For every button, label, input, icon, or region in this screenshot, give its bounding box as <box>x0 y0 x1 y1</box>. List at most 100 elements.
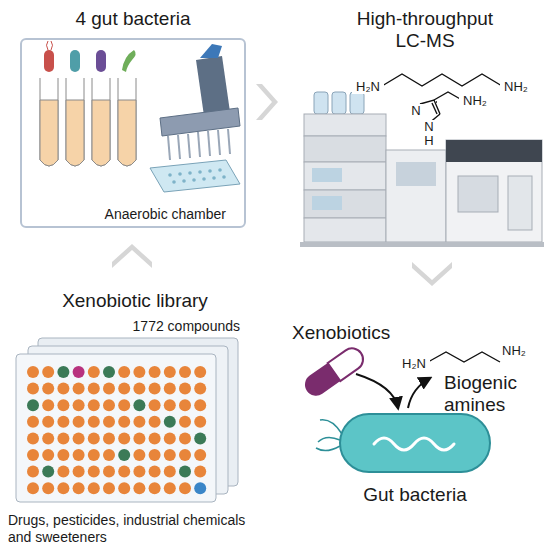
well <box>73 416 85 428</box>
well <box>164 432 176 444</box>
well <box>149 383 161 395</box>
well <box>88 449 100 461</box>
well <box>179 466 191 478</box>
well <box>118 466 130 478</box>
well <box>57 416 69 428</box>
well <box>42 383 54 395</box>
item-label: Xenobiotics <box>292 322 412 344</box>
well <box>133 416 145 428</box>
multichannel-pipette <box>150 44 240 192</box>
bacterium-cell: Gut bacteria <box>338 410 492 476</box>
panel-heading: High-throughput LC-MS <box>340 8 510 53</box>
well <box>73 366 85 378</box>
well <box>194 366 206 378</box>
well <box>103 399 115 411</box>
well <box>149 399 161 411</box>
culture-tubes <box>40 41 136 166</box>
well <box>57 449 69 461</box>
chevron-up <box>112 244 152 268</box>
well <box>194 399 206 411</box>
atom-label: NH₂ <box>500 80 532 94</box>
bacterium-shape <box>338 410 492 476</box>
well <box>133 432 145 444</box>
well <box>194 383 206 395</box>
caption-note: Drugs, pesticides, industrial chemicals … <box>8 512 270 545</box>
well <box>103 432 115 444</box>
atom-label: NH₂ <box>498 344 530 358</box>
well <box>27 383 39 395</box>
well <box>103 383 115 395</box>
well <box>88 399 100 411</box>
chamber-box: 4 gut bacteriaAnaerobic chamber <box>20 38 246 228</box>
well <box>27 482 39 494</box>
well <box>103 449 115 461</box>
count-label: 1772 compounds <box>100 318 240 335</box>
well <box>57 383 69 395</box>
well <box>149 416 161 428</box>
well <box>42 466 54 478</box>
well <box>88 366 100 378</box>
cell-label: Gut bacteria <box>328 484 502 506</box>
well <box>42 449 54 461</box>
well <box>179 383 191 395</box>
well <box>133 383 145 395</box>
well <box>27 432 39 444</box>
well <box>42 482 54 494</box>
well <box>73 432 85 444</box>
well <box>27 366 39 378</box>
well <box>73 383 85 395</box>
well <box>194 466 206 478</box>
pill <box>301 344 368 400</box>
well <box>149 482 161 494</box>
atom-label: H <box>421 134 437 148</box>
well <box>88 416 100 428</box>
lc-ms-instrument <box>300 92 544 247</box>
well <box>27 449 39 461</box>
well <box>194 482 206 494</box>
atom-label: N <box>421 120 437 134</box>
well <box>194 449 206 461</box>
release-arrow <box>408 378 430 408</box>
well <box>133 466 145 478</box>
atom-label: H₂N <box>352 80 384 94</box>
well <box>73 449 85 461</box>
well <box>164 416 176 428</box>
well <box>164 466 176 478</box>
well <box>179 449 191 461</box>
well <box>57 432 69 444</box>
well <box>88 383 100 395</box>
well <box>179 366 191 378</box>
well <box>118 482 130 494</box>
well <box>164 449 176 461</box>
well <box>118 449 130 461</box>
well <box>164 383 176 395</box>
well <box>88 482 100 494</box>
chevron-right <box>256 84 278 120</box>
well <box>27 416 39 428</box>
well <box>57 466 69 478</box>
well <box>42 416 54 428</box>
well <box>57 366 69 378</box>
well <box>73 466 85 478</box>
well <box>88 432 100 444</box>
well <box>194 432 206 444</box>
well <box>118 383 130 395</box>
well <box>27 466 39 478</box>
well <box>149 432 161 444</box>
well <box>88 466 100 478</box>
well <box>118 432 130 444</box>
well <box>133 399 145 411</box>
well <box>179 399 191 411</box>
panel-heading: Xenobiotic library <box>20 290 250 312</box>
chevron-down <box>412 262 452 286</box>
well <box>164 399 176 411</box>
well <box>149 449 161 461</box>
panel-heading: 4 gut bacteria <box>22 8 244 30</box>
well <box>179 416 191 428</box>
well <box>103 366 115 378</box>
atom-label: N <box>408 104 424 118</box>
well <box>149 366 161 378</box>
well <box>133 482 145 494</box>
well <box>164 366 176 378</box>
well <box>179 482 191 494</box>
